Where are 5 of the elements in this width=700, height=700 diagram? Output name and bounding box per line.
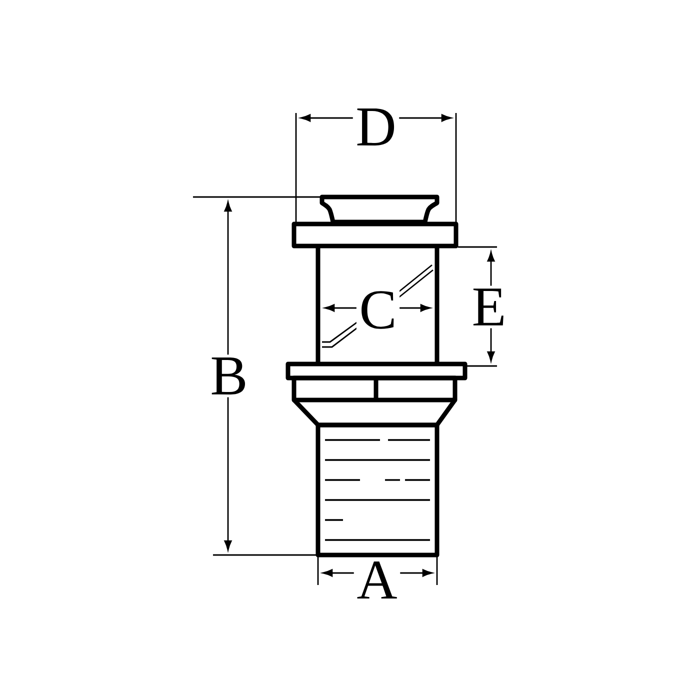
dimension-label: E (469, 286, 509, 328)
dimension-label: A (354, 558, 400, 602)
dimension-label: C (356, 288, 400, 332)
dimension-label: B (207, 354, 251, 398)
dimension-label: D (352, 106, 400, 148)
